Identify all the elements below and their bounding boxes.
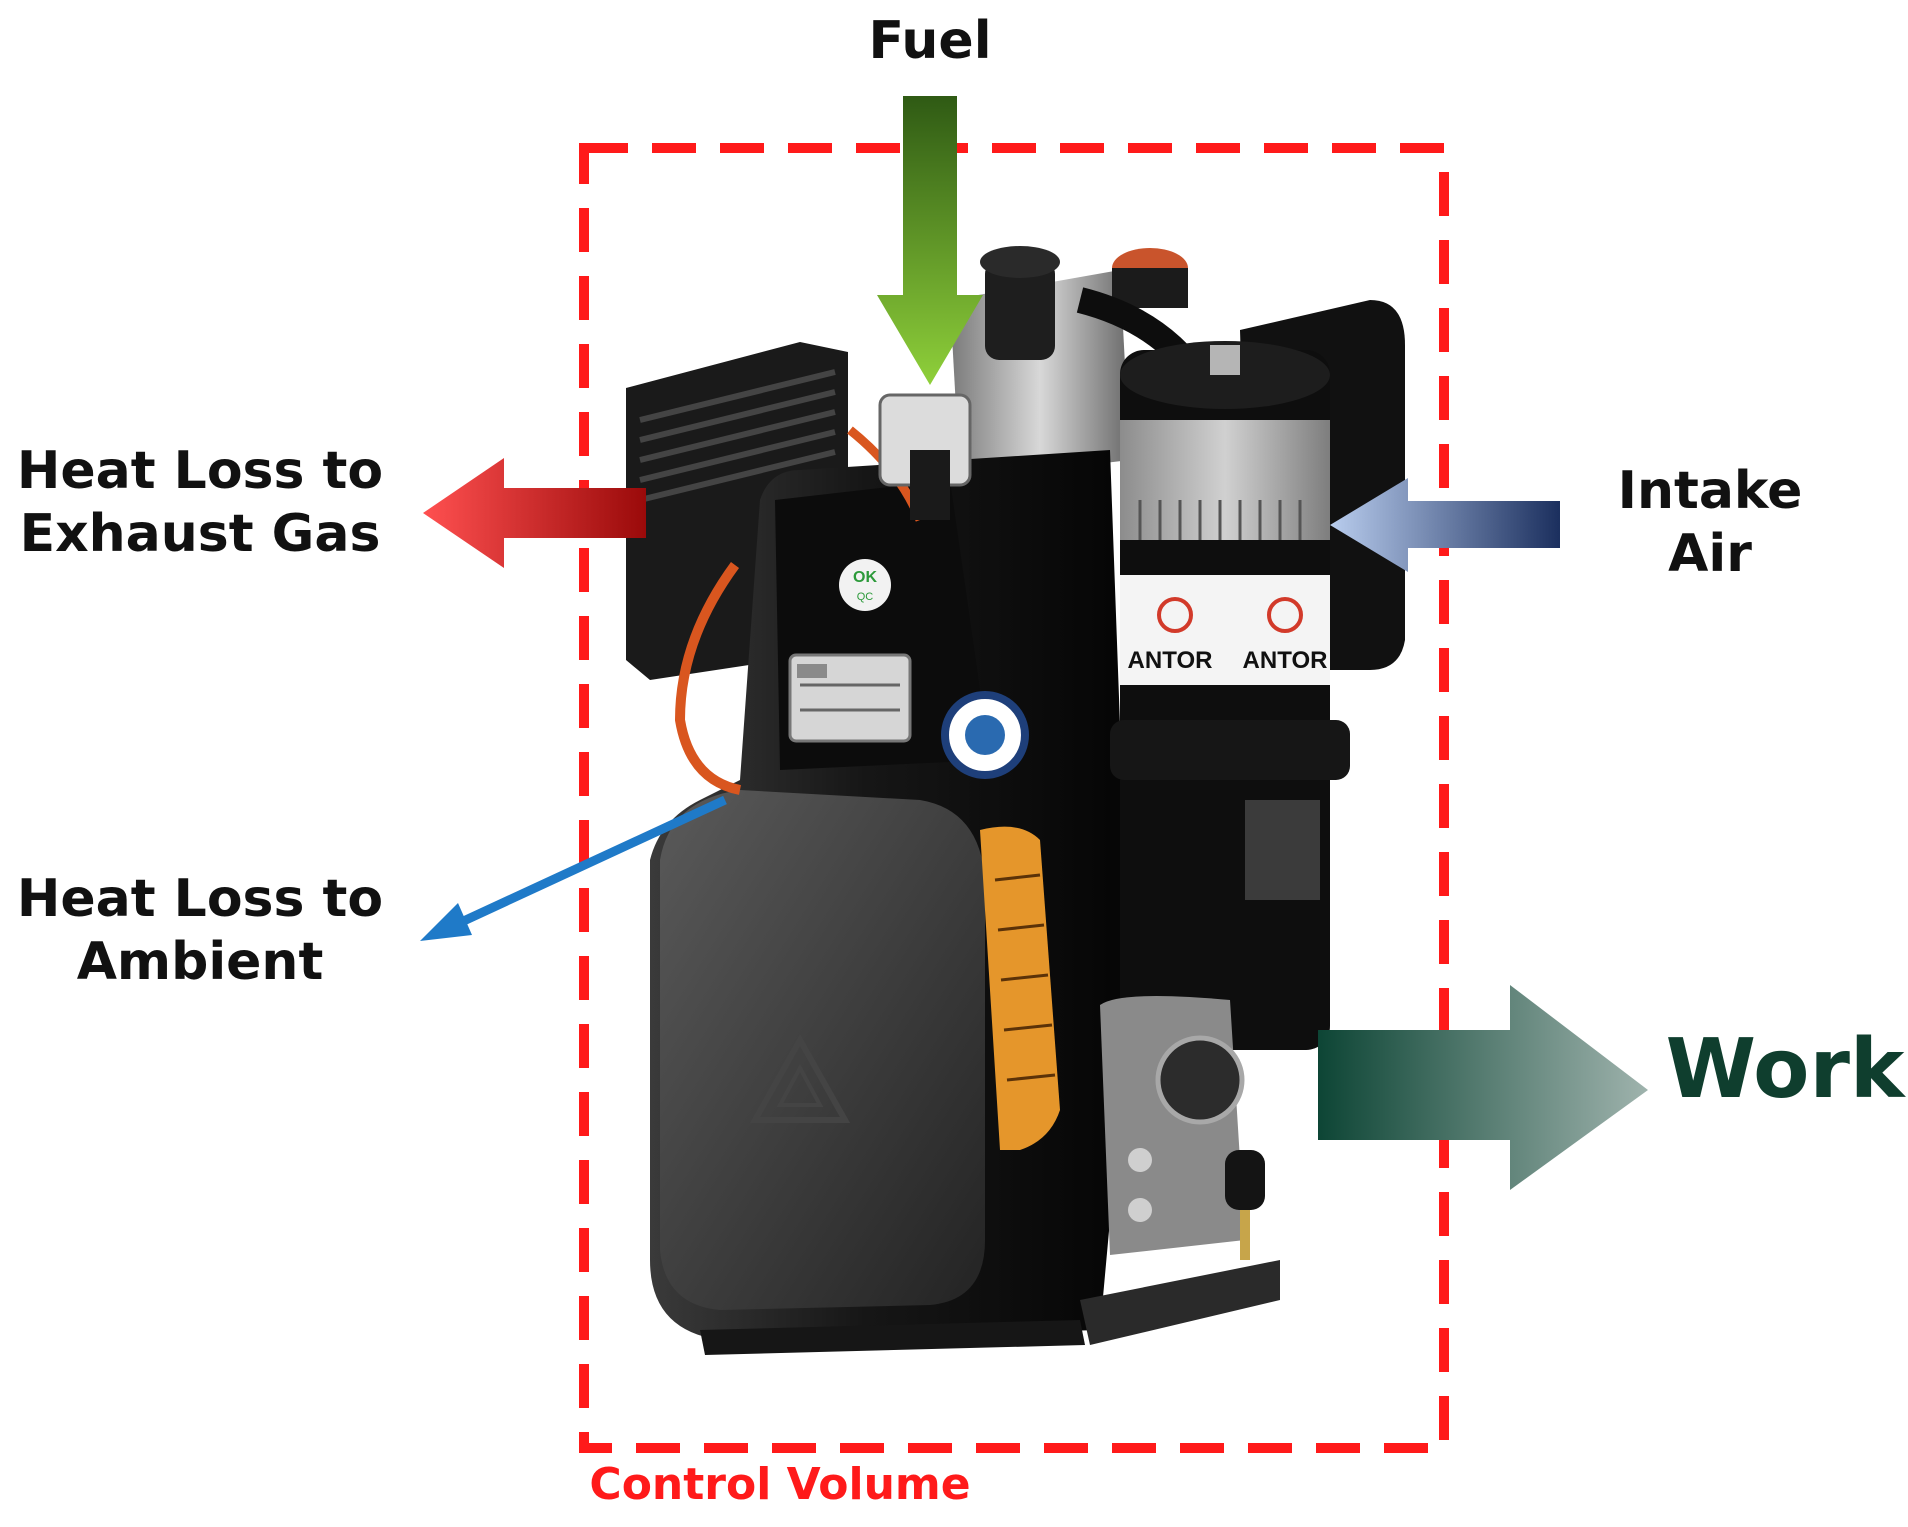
work-label: Work	[1660, 1020, 1908, 1120]
control-volume-label-text: Control Volume	[589, 1459, 971, 1510]
ambient-arrow-icon	[420, 795, 727, 941]
brand-label-left: ANTOR	[1128, 647, 1213, 674]
exhaust-arrow-icon	[423, 458, 646, 568]
brand-label-right: ANTOR	[1243, 647, 1328, 674]
fuel-label-text: Fuel	[868, 11, 992, 71]
exhaust-heat-loss-label: Heat Loss to Exhaust Gas	[0, 440, 400, 567]
qc-sticker-text: OK	[853, 569, 877, 586]
work-label-text: Work	[1665, 1022, 1905, 1117]
fuel-label: Fuel	[820, 10, 1040, 73]
intake-arrow-icon	[1330, 478, 1560, 572]
control-volume-boundary	[579, 143, 1449, 1453]
engine-image: OK QC	[626, 246, 1405, 1355]
qc-sticker-subtext: QC	[857, 591, 874, 603]
control-volume-label: Control Volume	[560, 1458, 1000, 1512]
fuel-arrow-icon	[877, 96, 983, 385]
intake-label-line1: Intake	[1617, 461, 1803, 521]
ambient-label-line2: Ambient	[76, 932, 324, 993]
ambient-heat-loss-label: Heat Loss to Ambient	[0, 868, 400, 995]
exhaust-label-line2: Exhaust Gas	[19, 504, 381, 565]
work-arrow-icon	[1318, 985, 1648, 1190]
exhaust-label-line1: Heat Loss to	[16, 441, 384, 501]
intake-air-label: Intake Air	[1560, 460, 1860, 587]
intake-label-line2: Air	[1668, 524, 1752, 585]
ambient-label-line1: Heat Loss to	[16, 869, 384, 929]
